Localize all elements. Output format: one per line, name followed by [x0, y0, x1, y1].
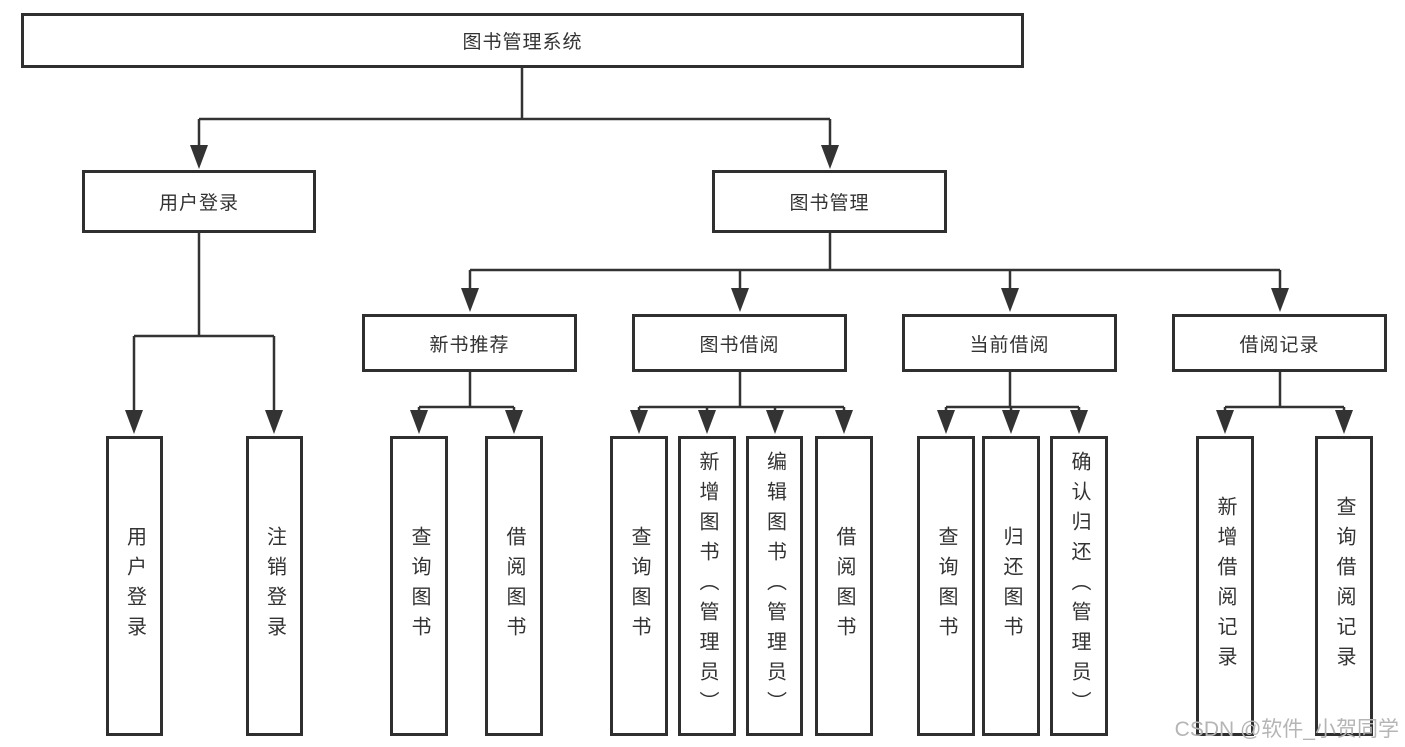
node-leaf-add-books-admin: 新增图书（管理员） — [678, 436, 736, 736]
node-label: 图书管理系统 — [462, 32, 583, 53]
node-label: 新增图书（管理员） — [696, 451, 718, 721]
node-label: 借阅记录 — [1239, 334, 1320, 356]
node-label: 借阅图书 — [503, 526, 525, 646]
node-label: 归还图书 — [1000, 526, 1022, 646]
node-leaf-query-books-1: 查询图书 — [390, 436, 448, 736]
node-label: 图书管理 — [789, 193, 870, 214]
node-label: 注销登录 — [263, 526, 286, 646]
node-label: 用户登录 — [123, 526, 146, 646]
node-leaf-borrow-books-1: 借阅图书 — [485, 436, 543, 736]
node-borrowing-records: 借阅记录 — [1172, 314, 1387, 372]
node-leaf-query-books-2: 查询图书 — [610, 436, 668, 736]
node-leaf-query-borrow-record: 查询借阅记录 — [1315, 436, 1373, 736]
node-label: 用户登录 — [158, 193, 239, 214]
node-label: 当前借阅 — [969, 334, 1050, 356]
node-book-management: 图书管理 — [712, 170, 947, 233]
node-label: 图书借阅 — [699, 334, 780, 356]
node-label: 查询图书 — [935, 526, 957, 646]
node-leaf-return-books: 归还图书 — [982, 436, 1040, 736]
node-label: 借阅图书 — [833, 526, 855, 646]
node-leaf-logout: 注销登录 — [246, 436, 303, 736]
node-label: 查询图书 — [408, 526, 430, 646]
node-label: 新增借阅记录 — [1214, 496, 1236, 676]
node-label: 查询图书 — [628, 526, 650, 646]
node-leaf-borrow-books-2: 借阅图书 — [815, 436, 873, 736]
watermark: CSDN @软件_小贺同学 — [1174, 718, 1399, 741]
node-library-management-system: 图书管理系统 — [21, 13, 1024, 68]
node-label: 新书推荐 — [429, 334, 510, 356]
node-leaf-user-login: 用户登录 — [106, 436, 163, 736]
node-label: 编辑图书（管理员） — [763, 451, 786, 721]
node-leaf-confirm-return-admin: 确认归还（管理员） — [1050, 436, 1108, 736]
node-book-borrowing: 图书借阅 — [632, 314, 847, 372]
node-leaf-query-books-3: 查询图书 — [917, 436, 975, 736]
node-label: 查询借阅记录 — [1333, 496, 1355, 676]
node-leaf-edit-books-admin: 编辑图书（管理员） — [746, 436, 803, 736]
node-new-book-recommend: 新书推荐 — [362, 314, 577, 372]
node-user-login: 用户登录 — [82, 170, 316, 233]
node-current-borrowing: 当前借阅 — [902, 314, 1117, 372]
node-leaf-add-borrow-record: 新增借阅记录 — [1196, 436, 1254, 736]
node-label: 确认归还（管理员） — [1068, 451, 1090, 721]
